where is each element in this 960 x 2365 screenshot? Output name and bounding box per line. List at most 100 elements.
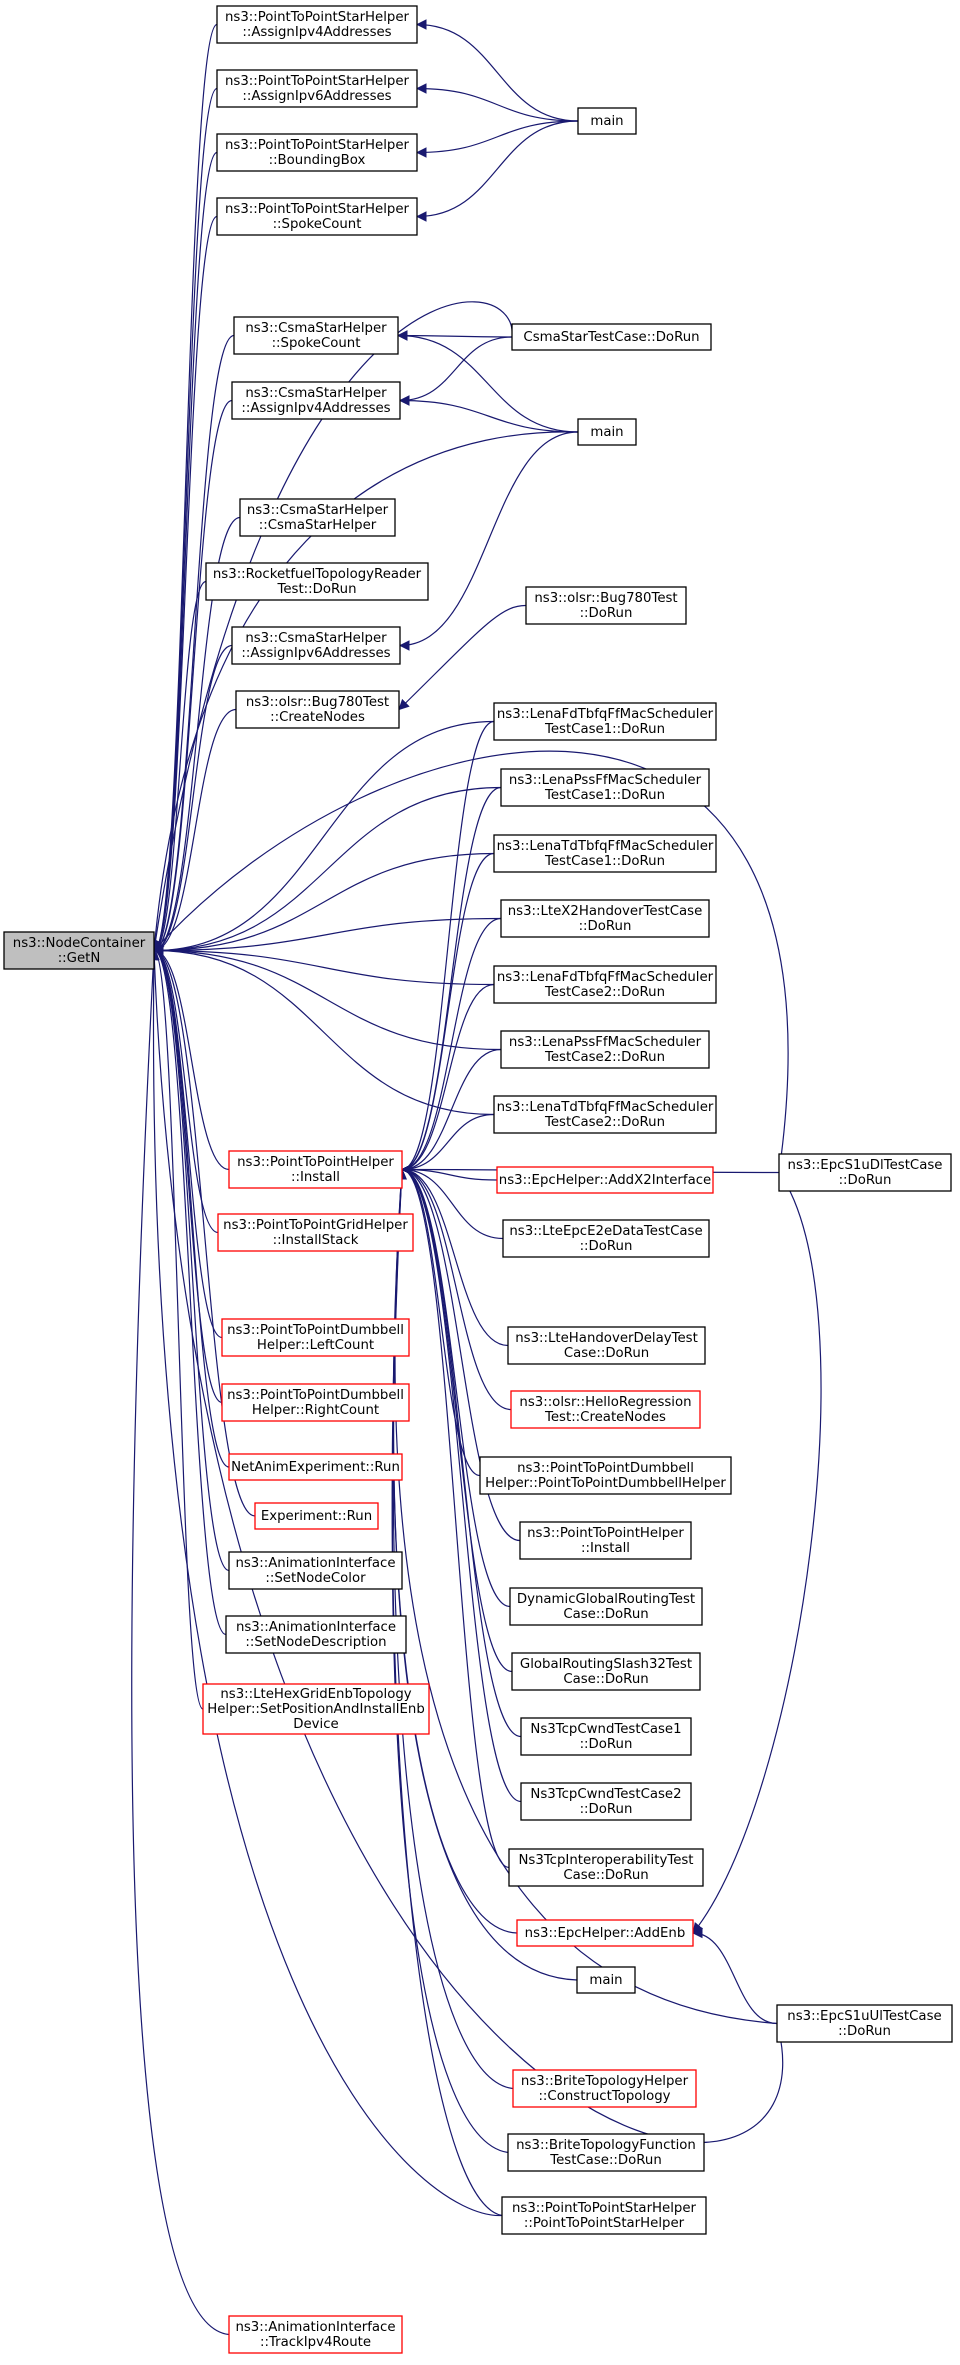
node-cwnd1[interactable]: Ns3TcpCwndTestCase1::DoRun <box>520 1717 692 1756</box>
node-p2p_ipv6[interactable]: ns3::PointToPointStarHelper::AssignIpv6A… <box>216 69 418 108</box>
node-anim_desc[interactable]: ns3::AnimationInterface::SetNodeDescript… <box>225 1615 407 1654</box>
node-db_left[interactable]: ns3::PointToPointDumbbellHelper::LeftCou… <box>221 1318 410 1357</box>
node-label-line: Case::DoRun <box>563 1868 648 1883</box>
node-pss2[interactable]: ns3::LenaPssFfMacSchedulerTestCase2::DoR… <box>500 1030 710 1069</box>
node-addenb[interactable]: ns3::EpcHelper::AddEnb <box>516 1919 694 1947</box>
node-td2[interactable]: ns3::LenaTdTbfqFfMacSchedulerTestCase2::… <box>493 1095 717 1134</box>
node-csma_ipv6[interactable]: ns3::CsmaStarHelper::AssignIpv6Addresses <box>231 626 401 665</box>
node-anim_color[interactable]: ns3::AnimationInterface::SetNodeColor <box>228 1551 403 1590</box>
node-label-line: CsmaStarTestCase::DoRun <box>523 330 699 345</box>
node-netanim[interactable]: NetAnimExperiment::Run <box>228 1453 403 1481</box>
node-exp_run[interactable]: Experiment::Run <box>254 1502 379 1530</box>
node-db_right[interactable]: ns3::PointToPointDumbbellHelper::RightCo… <box>221 1383 410 1422</box>
edge-anim_desc-to-root <box>152 945 227 1636</box>
node-box <box>493 1095 717 1134</box>
node-box <box>235 690 400 729</box>
node-star_ctor[interactable]: ns3::PointToPointStarHelper::PointToPoin… <box>501 2196 707 2235</box>
edge-epc_ul-to-addenb <box>691 1927 778 2025</box>
node-label-line: ns3::PointToPointStarHelper <box>225 10 410 25</box>
node-p2p_ipv4[interactable]: ns3::PointToPointStarHelper::AssignIpv4A… <box>216 5 418 44</box>
node-main1[interactable]: main <box>577 107 637 135</box>
edge-brite_func-to-p2p_install <box>391 1168 509 2154</box>
node-box <box>501 2196 707 2235</box>
node-label-line: NetAnimExperiment::Run <box>231 1460 400 1475</box>
edge-olsr780-to-olsr780c <box>398 604 527 711</box>
node-box <box>511 323 712 351</box>
node-main2[interactable]: main <box>577 418 637 446</box>
node-label-line: ns3::CsmaStarHelper <box>245 321 387 336</box>
node-label-line: ns3::AnimationInterface <box>235 2320 395 2335</box>
node-grid_stack[interactable]: ns3::PointToPointGridHelper::InstallStac… <box>217 1213 414 1252</box>
node-pss1[interactable]: ns3::LenaPssFfMacSchedulerTestCase1::DoR… <box>500 768 710 807</box>
edge-fd1-to-root <box>152 720 495 956</box>
node-brite_helper[interactable]: ns3::BriteTopologyHelper::ConstructTopol… <box>512 2069 697 2108</box>
node-db_ctor[interactable]: ns3::PointToPointDumbbellHelper::PointTo… <box>479 1456 732 1495</box>
node-box <box>479 1456 732 1495</box>
node-box <box>577 107 637 135</box>
node-label-line: ::SpokeCount <box>273 217 362 232</box>
edge-hexgrid-to-root <box>152 945 204 1710</box>
node-label-line: Helper::PointToPointDumbbellHelper <box>485 1476 726 1491</box>
node-addx2[interactable]: ns3::EpcHelper::AddX2Interface <box>496 1166 714 1194</box>
node-p2p_bbox[interactable]: ns3::PointToPointStarHelper::BoundingBox <box>216 133 418 172</box>
node-box <box>225 1615 407 1654</box>
edge-td2-to-root <box>152 945 495 1116</box>
node-root[interactable]: ns3::NodeContainer::GetN <box>3 931 155 970</box>
node-label-line: ns3::PointToPointHelper <box>237 1155 394 1170</box>
node-hello[interactable]: ns3::olsr::HelloRegressionTest::CreateNo… <box>510 1390 701 1429</box>
node-hexgrid[interactable]: ns3::LteHexGridEnbTopologyHelper::SetPos… <box>202 1683 430 1735</box>
edge-anim_route-to-root <box>131 949 230 2336</box>
node-label-line: ::CreateNodes <box>270 710 365 725</box>
node-box <box>493 965 717 1004</box>
node-x2[interactable]: ns3::LteX2HandoverTestCase::DoRun <box>500 899 710 938</box>
node-csma_test[interactable]: CsmaStarTestCase::DoRun <box>511 323 712 351</box>
node-box <box>216 69 418 108</box>
edge-fd2-to-p2p_install <box>400 983 495 1175</box>
edge-ho_delay-to-p2p_install <box>400 1164 509 1347</box>
node-box <box>500 899 710 938</box>
edge-main2-to-csma_spoke <box>396 330 579 433</box>
node-csma_ctor[interactable]: ns3::CsmaStarHelper::CsmaStarHelper <box>239 498 396 537</box>
node-epc_dl[interactable]: ns3::EpcS1uDlTestCase::DoRun <box>778 1153 952 1192</box>
node-fd2[interactable]: ns3::LenaFdTbfqFfMacSchedulerTestCase2::… <box>493 965 717 1004</box>
node-main3[interactable]: main <box>576 1966 636 1994</box>
node-csma_ipv4[interactable]: ns3::CsmaStarHelper::AssignIpv4Addresses <box>231 381 401 420</box>
node-anim_route[interactable]: ns3::AnimationInterface::TrackIpv4Route <box>228 2315 403 2354</box>
edge-pss2-to-p2p_install <box>400 1048 502 1175</box>
edge-db_right-to-root <box>152 945 223 1404</box>
node-p2p_install2[interactable]: ns3::PointToPointHelper::Install <box>519 1521 692 1560</box>
node-label-line: ns3::NodeContainer <box>13 936 146 951</box>
node-brite_func[interactable]: ns3::BriteTopologyFunctionTestCase::DoRu… <box>507 2133 705 2172</box>
node-label-line: ns3::EpcS1uDlTestCase <box>788 1158 943 1173</box>
node-label-line: TestCase::DoRun <box>549 2153 662 2168</box>
node-label-line: ::ConstructTopology <box>538 2089 670 2104</box>
node-label-line: ::Install <box>581 1541 630 1556</box>
node-box <box>216 5 418 44</box>
node-label-line: ::AssignIpv4Addresses <box>241 401 390 416</box>
node-label-line: ::AssignIpv6Addresses <box>242 89 391 104</box>
node-label-line: ::SetNodeColor <box>265 1571 366 1586</box>
edge-main1-to-p2p_spoke <box>415 120 579 222</box>
node-p2p_install[interactable]: ns3::PointToPointHelper::Install <box>228 1150 403 1189</box>
node-olsr780[interactable]: ns3::olsr::Bug780Test::DoRun <box>525 586 687 625</box>
node-olsr780c[interactable]: ns3::olsr::Bug780Test::CreateNodes <box>235 690 400 729</box>
node-box <box>205 562 429 601</box>
node-fd1[interactable]: ns3::LenaFdTbfqFfMacSchedulerTestCase1::… <box>493 702 717 741</box>
node-box <box>520 1717 692 1756</box>
node-box <box>511 1652 701 1691</box>
node-p2p_spoke[interactable]: ns3::PointToPointStarHelper::SpokeCount <box>216 197 418 236</box>
node-label-line: main <box>589 1973 622 1988</box>
node-box <box>508 1848 704 1887</box>
node-e2e[interactable]: ns3::LteEpcE2eDataTestCase::DoRun <box>502 1219 710 1258</box>
node-td1[interactable]: ns3::LenaTdTbfqFfMacSchedulerTestCase1::… <box>493 834 717 873</box>
node-epc_ul[interactable]: ns3::EpcS1uUlTestCase::DoRun <box>776 2004 953 2043</box>
node-csma_spoke[interactable]: ns3::CsmaStarHelper::SpokeCount <box>233 316 399 355</box>
node-cwnd2[interactable]: Ns3TcpCwndTestCase2::DoRun <box>520 1782 692 1821</box>
edge-p2p_ipv4-to-root <box>152 23 218 956</box>
